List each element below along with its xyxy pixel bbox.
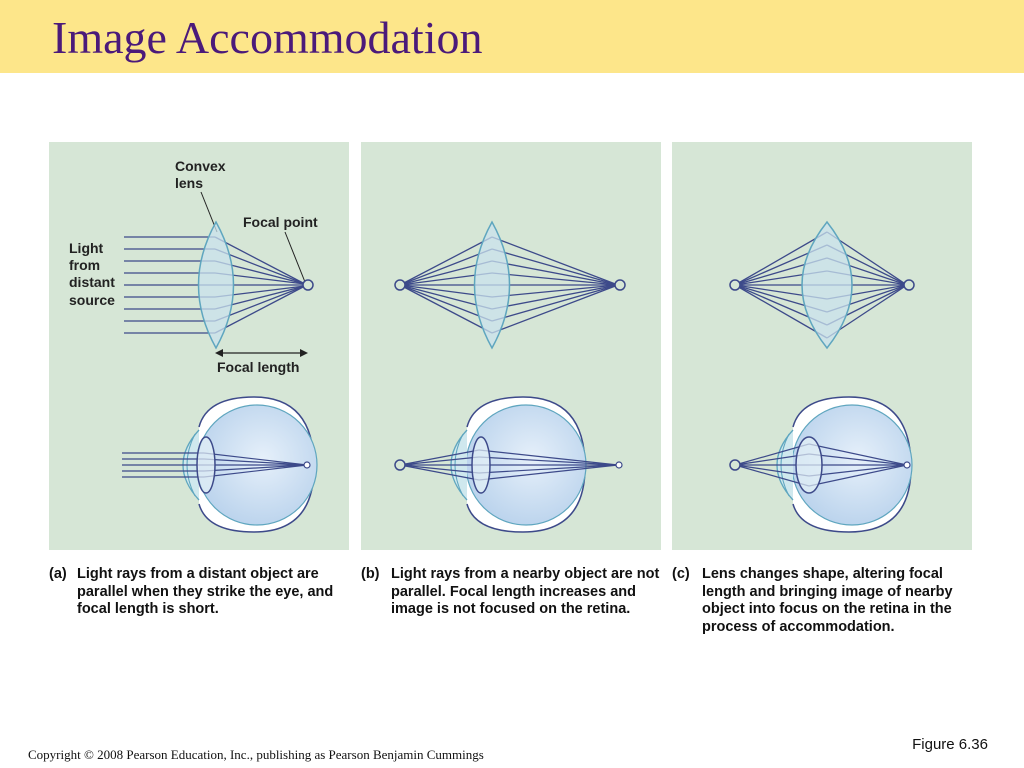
caption-a-tag: (a): [49, 566, 67, 582]
focal-point-pointer: [284, 231, 306, 283]
light-source-label-line3: distant: [69, 274, 115, 290]
slide-title: Image Accommodation: [52, 12, 483, 63]
eye-diagram: [122, 396, 318, 533]
caption-a-text: Light rays from a distant object are par…: [77, 566, 334, 617]
focal-point-marker: [614, 279, 626, 291]
title-bar: [0, 0, 1024, 73]
rounded-lens: [801, 220, 853, 350]
caption-b-text: Light rays from a nearby object are not …: [391, 566, 660, 617]
convex-lens: [473, 220, 511, 350]
focal-point-marker: [903, 279, 915, 291]
figure-number: Figure 6.36: [912, 736, 988, 753]
convex-lens: [197, 220, 235, 350]
light-source-label-line1: Light: [69, 240, 104, 256]
convex-lens-label-line2: lens: [175, 175, 203, 191]
eye-diagram: [394, 396, 623, 533]
panel-b-diagram: [394, 220, 626, 533]
object-point-marker: [729, 279, 741, 291]
light-source-label-line2: from: [69, 257, 100, 273]
copyright-notice: Copyright © 2008 Pearson Education, Inc.…: [28, 747, 484, 762]
light-source-label-line4: source: [69, 292, 115, 308]
caption-c-tag: (c): [672, 566, 690, 582]
panel-a: Convex lens Focal point Light from dista…: [49, 142, 349, 550]
caption-b-tag: (b): [361, 566, 380, 582]
focal-length-label: Focal length: [217, 359, 299, 375]
focal-point-label: Focal point: [243, 214, 318, 230]
panel-c-diagram: [729, 220, 915, 533]
panel-b: [361, 142, 661, 550]
convex-lens-label-line1: Convex: [175, 158, 226, 174]
caption-c-text: Lens changes shape, altering focal lengt…: [702, 566, 953, 635]
eye-diagram: [729, 396, 913, 533]
object-point-marker: [394, 279, 406, 291]
panel-a-diagram: Convex lens Focal point Light from dista…: [69, 158, 318, 533]
focal-point-marker: [302, 279, 314, 291]
panel-c: [672, 142, 972, 550]
focal-length-arrow: [215, 349, 308, 357]
